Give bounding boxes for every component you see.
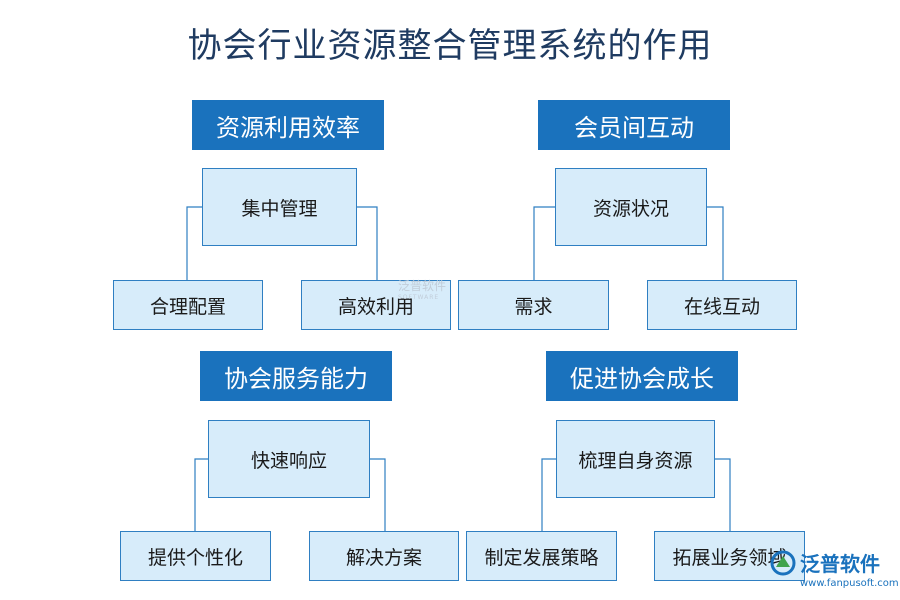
- connector-g4-left: [541, 458, 556, 531]
- connector-g2-left: [533, 206, 555, 280]
- watermark: 泛普软件 SOFTWARE: [398, 280, 446, 304]
- group-4-header: 促进协会成长: [546, 351, 738, 401]
- group-3-left-box: 提供个性化: [120, 531, 271, 581]
- group-2-right-box: 在线互动: [647, 280, 797, 330]
- connector-g1-right: [357, 206, 378, 280]
- logo-text: 泛普软件: [800, 552, 880, 576]
- group-3-header: 协会服务能力: [200, 351, 392, 401]
- group-1-center-box: 集中管理: [202, 168, 357, 246]
- logo-url: www.fanpusoft.com: [800, 578, 899, 589]
- group-4-left-box: 制定发展策略: [466, 531, 617, 581]
- connector-g2-right: [707, 206, 724, 280]
- group-2-center-box: 资源状况: [555, 168, 707, 246]
- logo-mark-icon: [770, 550, 796, 575]
- group-4-right-box: 拓展业务领域: [654, 531, 805, 581]
- group-1-header: 资源利用效率: [192, 100, 384, 150]
- watermark-text: 泛普软件: [398, 279, 447, 293]
- group-1-right-box: 高效利用: [301, 280, 451, 330]
- group-3-center-box: 快速响应: [208, 420, 370, 498]
- connector-g1-left: [186, 206, 202, 280]
- group-4-center-box: 梳理自身资源: [556, 420, 715, 498]
- group-1-left-box: 合理配置: [113, 280, 263, 330]
- connector-g4-right: [715, 458, 731, 531]
- connector-g3-left: [194, 458, 208, 531]
- watermark-sub: SOFTWARE: [398, 294, 440, 301]
- group-3-right-box: 解决方案: [309, 531, 459, 581]
- group-2-left-box: 需求: [458, 280, 609, 330]
- connector-g3-right: [370, 458, 386, 531]
- page-title: 协会行业资源整合管理系统的作用: [187, 26, 713, 66]
- brand-logo: 泛普软件: [770, 548, 880, 577]
- group-2-header: 会员间互动: [538, 100, 730, 150]
